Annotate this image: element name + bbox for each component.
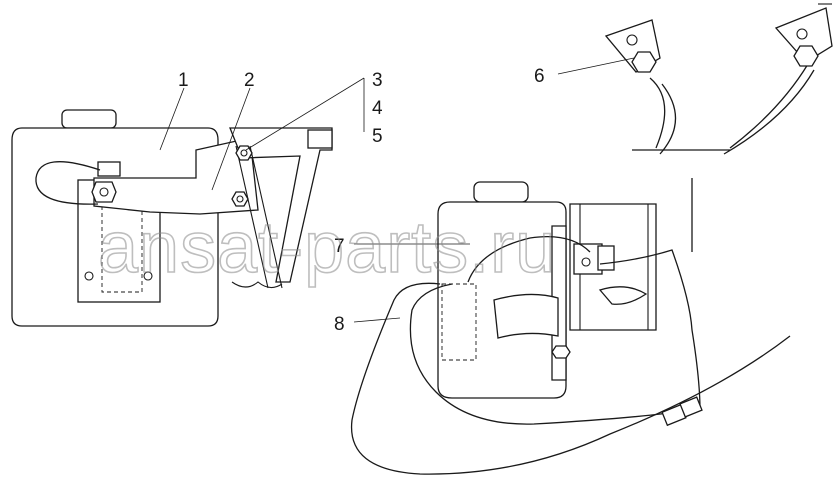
nut-icon [551,345,571,359]
bolt-icon [231,191,249,207]
washer-wire-loop [350,282,791,475]
callout-1: 1 [178,70,189,91]
callout-4: 4 [372,98,383,119]
support-strut [235,145,283,289]
left-reservoir-cap [61,109,117,129]
reservoir-label-panel [493,293,559,339]
plate-hole-icon [143,271,153,281]
callout-6: 6 [534,66,545,87]
right-reservoir-assembly [350,3,833,475]
hose-connector-icon [661,396,703,427]
leader-3 [245,77,365,151]
callout-5: 5 [372,126,383,147]
nut-icon [91,161,121,203]
watermark-text: ansat-parts.ru [98,208,556,288]
callout-3: 3 [372,70,383,91]
leader-6 [557,57,635,75]
right-washer-nozzle-icon [774,7,833,67]
leader-2 [211,87,251,191]
left-reservoir-assembly [11,109,333,327]
callout-leaders [159,57,635,323]
left-nozzle-hose-outer [659,83,677,155]
callout-2: 2 [244,70,255,91]
right-reservoir-cap [473,181,529,203]
bracket-break-line [231,281,283,289]
callout-7: 7 [334,236,345,257]
right-nozzle-hose-outer [723,69,815,155]
left-nozzle-hose [649,77,666,149]
bolt-icon [235,145,253,161]
hose-7 [467,235,591,283]
bracket-arm [93,137,259,215]
support-clamp [307,129,333,149]
leader-1 [159,87,185,151]
hose-to-nozzles [599,249,701,411]
right-pump-hidden [441,283,477,361]
left-pump-hidden [101,201,143,293]
left-washer-nozzle-icon [604,19,661,73]
leader-8 [353,317,401,323]
pump-terminal-icon [573,243,615,275]
callout-8: 8 [334,314,345,335]
frame-break [598,286,648,305]
plate-hole-icon [84,271,94,281]
left-hose-loop [35,161,101,205]
hose-8 [409,283,691,425]
right-nozzle-hose [729,63,809,149]
